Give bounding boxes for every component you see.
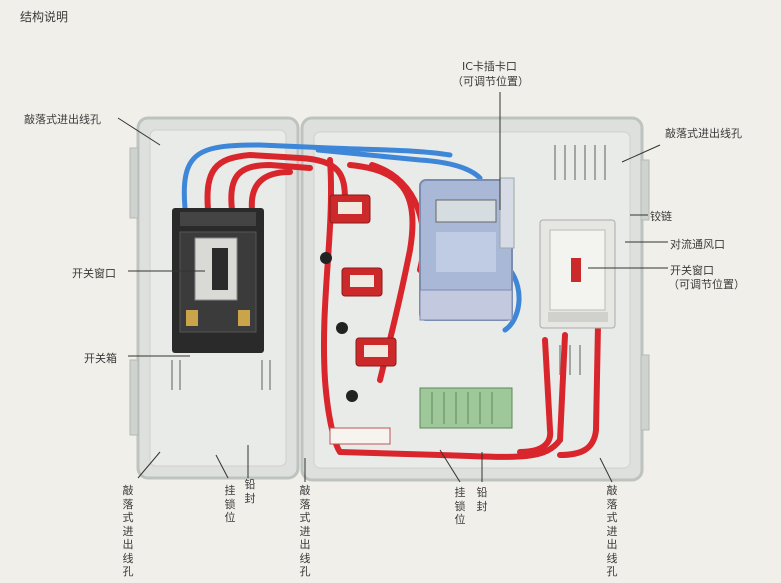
meter-icon xyxy=(419,177,515,321)
label-seal-2: 铅封 xyxy=(476,486,488,513)
label-knockout-bottom-3: 敲落式进出线孔 xyxy=(606,484,618,578)
label-switch-window-left: 开关窗口 xyxy=(72,267,116,280)
blue-wires xyxy=(181,142,522,333)
label-ventilation: 对流通风口 xyxy=(670,238,725,251)
breaker-icon xyxy=(539,219,616,329)
terminal-block-icon xyxy=(329,387,513,445)
page-title: 结构说明 xyxy=(20,10,69,24)
label-switch-box: 开关箱 xyxy=(84,352,117,365)
label-knockout-right-top: 敲落式进出线孔 xyxy=(665,127,742,140)
label-switch-window-right-adjustable: （可调节位置） xyxy=(668,278,745,291)
vent-slots xyxy=(171,145,606,390)
hinge-icon xyxy=(129,147,650,436)
label-knockout-bottom-1: 敲落式进出线孔 xyxy=(122,484,134,578)
label-ic-card-slot: IC卡插卡口 xyxy=(462,60,517,73)
leader-lines xyxy=(117,92,668,483)
label-lock-position-1: 挂锁位 xyxy=(224,484,236,524)
label-lock-position-2: 挂锁位 xyxy=(454,486,466,526)
breaker-icon xyxy=(172,208,264,353)
label-seal-1: 铅封 xyxy=(244,478,256,505)
label-switch-window-right: 开关窗口 xyxy=(670,264,714,277)
label-hinge: 铰链 xyxy=(650,210,672,223)
current-transformer-icon xyxy=(320,194,397,402)
label-knockout-bottom-2: 敲落式进出线孔 xyxy=(299,484,311,578)
label-knockout-left-top: 敲落式进出线孔 xyxy=(24,113,101,126)
label-ic-card-adjustable: （可调节位置） xyxy=(452,75,529,88)
